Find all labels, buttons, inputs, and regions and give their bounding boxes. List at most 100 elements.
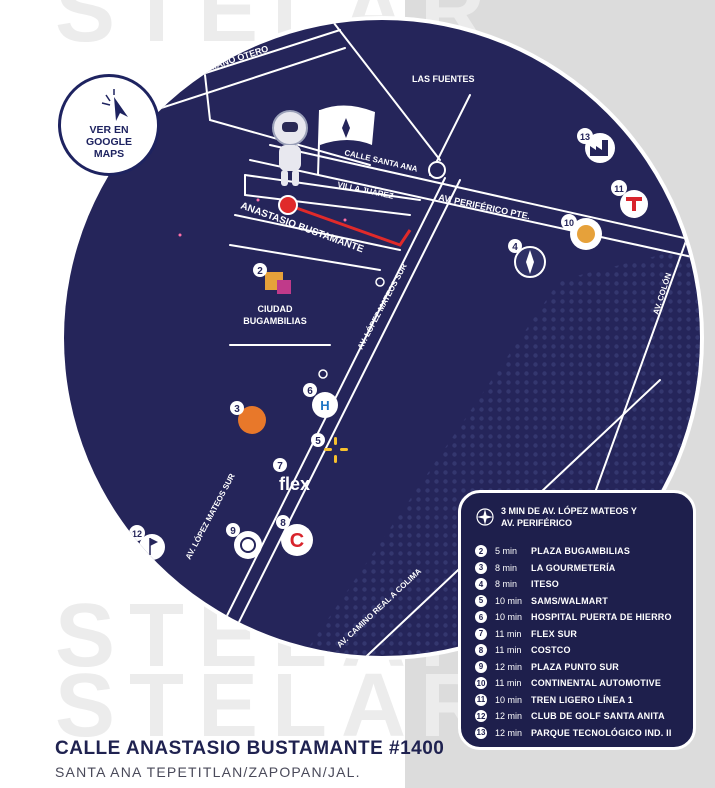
marker-3: 3 <box>230 401 244 415</box>
legend-item: 11 10 min TREN LIGERO LÍNEA 1 <box>475 692 672 709</box>
legend-number-badge: 9 <box>475 660 487 673</box>
legend-time: 12 min <box>495 727 523 738</box>
address-line1: CALLE ANASTASIO BUSTAMANTE #1400 <box>55 738 445 759</box>
legend-item: 2 5 min PLAZA BUGAMBILIAS <box>475 543 672 560</box>
marker-4: 4 <box>508 239 522 253</box>
legend-item: 7 11 min FLEX SUR <box>475 626 672 643</box>
legend-time: 12 min <box>495 661 523 672</box>
gmaps-line1: VER EN <box>89 124 129 136</box>
legend-time: 11 min <box>495 628 522 639</box>
legend-time: 8 min <box>495 562 518 573</box>
legend-item: 3 8 min LA GOURMETERÍA <box>475 560 672 577</box>
marker-13: 13 <box>577 128 593 144</box>
punto-sur-icon <box>234 531 262 559</box>
place-label: CIUDAD <box>258 304 293 314</box>
legend-number-badge: 13 <box>475 726 487 739</box>
legend-time: 8 min <box>495 579 518 590</box>
legend-list: 2 5 min PLAZA BUGAMBILIAS 3 8 min LA GOURMETE… <box>475 543 672 741</box>
legend-time: 11 min <box>495 645 522 656</box>
legend-time: 12 min <box>495 711 523 722</box>
svg-text:10: 10 <box>564 218 574 228</box>
hospital-logo: H <box>320 398 329 413</box>
marker-11: 11 <box>611 180 627 196</box>
legend-place: SAMS/WALMART <box>531 595 608 606</box>
flex-logo: flex <box>279 474 310 494</box>
legend-item: 9 12 min PLAZA PUNTO SUR <box>475 659 672 676</box>
legend-number-badge: 10 <box>475 677 487 690</box>
marker-5: 5 <box>311 433 325 447</box>
address-line2: SANTA ANA TEPETITLAN/ZAPOPAN/JAL. <box>55 764 361 780</box>
legend-place: LA GOURMETERÍA <box>531 562 616 573</box>
legend-time: 5 min <box>495 546 518 557</box>
legend-place: PARQUE TECNOLÓGICO IND. II <box>531 727 672 738</box>
costco-icon <box>281 524 313 556</box>
legend-place: TREN LIGERO LÍNEA 1 <box>531 694 633 705</box>
legend-number-badge: 7 <box>475 627 487 640</box>
legend-place: COSTCO <box>531 645 571 656</box>
cursor-icon <box>101 89 128 121</box>
marker-6: 6 <box>303 383 317 397</box>
roundabout-icon <box>375 277 385 287</box>
costco-logo: C <box>290 530 304 552</box>
hospital-icon <box>312 392 338 418</box>
svg-text:13: 13 <box>580 132 590 142</box>
street-label: LAS FUENTES <box>412 74 475 84</box>
legend-number-badge: 6 <box>475 611 487 624</box>
legend-time: 10 min <box>495 694 523 705</box>
legend-number-badge: 8 <box>475 644 487 657</box>
svg-text:4: 4 <box>512 242 518 253</box>
legend-number-badge: 2 <box>475 545 487 558</box>
legend-time: 10 min <box>495 612 523 623</box>
watermark-bottom: STELAR <box>55 656 499 756</box>
legend-number-badge: 3 <box>475 561 487 574</box>
legend-place: FLEX SUR <box>531 628 578 639</box>
svg-text:6: 6 <box>307 386 313 397</box>
roundabout-icon <box>318 369 328 379</box>
svg-text:8: 8 <box>280 518 286 529</box>
marker-2: 2 <box>253 263 267 277</box>
svg-text:7: 7 <box>277 461 283 472</box>
marker-10: 10 <box>561 214 577 230</box>
legend-number-badge: 4 <box>475 578 487 591</box>
legend-place: PLAZA BUGAMBILIAS <box>531 546 631 557</box>
legend-item: 4 8 min ITESO <box>475 576 672 593</box>
svg-text:12: 12 <box>132 529 142 539</box>
marker-7: 7 <box>273 458 287 472</box>
marker-8: 8 <box>276 515 290 529</box>
legend-item: 6 10 min HOSPITAL PUERTA DE HIERRO <box>475 609 672 626</box>
legend-time: 10 min <box>495 595 523 606</box>
legend-header-line2: AV. PERIFÉRICO <box>501 518 573 528</box>
place-label: BUGAMBILIAS <box>243 316 307 326</box>
astronaut-icon <box>272 110 308 186</box>
gmaps-line3: MAPS <box>93 148 125 160</box>
legend-number-badge: 5 <box>475 594 487 607</box>
compass-icon <box>476 508 494 526</box>
flag-icon <box>317 105 375 176</box>
place-icons: CIUDAD BUGAMBILIAS H flex C <box>139 133 648 560</box>
svg-text:5: 5 <box>315 436 321 447</box>
svg-text:2: 2 <box>257 266 263 277</box>
legend-panel: 3 MIN DE AV. LÓPEZ MATEOS Y AV. PERIFÉRI… <box>458 490 696 750</box>
origin-marker <box>278 195 298 215</box>
svg-text:3: 3 <box>234 404 240 415</box>
bugambilias-icon <box>265 272 291 294</box>
legend-place: PLAZA PUNTO SUR <box>531 661 620 672</box>
marker-9: 9 <box>226 523 240 537</box>
legend-time: 11 min <box>495 678 522 689</box>
legend-number-badge: 11 <box>475 693 487 706</box>
legend-item: 5 10 min SAMS/WALMART <box>475 593 672 610</box>
legend-item: 8 11 min COSTCO <box>475 642 672 659</box>
legend-header-line1: 3 MIN DE AV. LÓPEZ MATEOS Y <box>501 506 637 516</box>
legend-place: ITESO <box>531 579 560 590</box>
walmart-icon <box>324 437 348 463</box>
route-line <box>287 203 412 247</box>
google-maps-button[interactable]: VER EN GOOGLE MAPS <box>58 74 160 176</box>
legend-place: CLUB DE GOLF SANTA ANITA <box>531 711 665 722</box>
gourmeteria-icon <box>238 406 266 434</box>
legend-place: CONTINENTAL AUTOMOTIVE <box>531 678 662 689</box>
legend-item: 13 12 min PARQUE TECNOLÓGICO IND. II <box>475 725 672 742</box>
legend-place: HOSPITAL PUERTA DE HIERRO <box>531 612 672 623</box>
roundabout-icon <box>428 161 446 179</box>
svg-text:9: 9 <box>230 526 236 537</box>
